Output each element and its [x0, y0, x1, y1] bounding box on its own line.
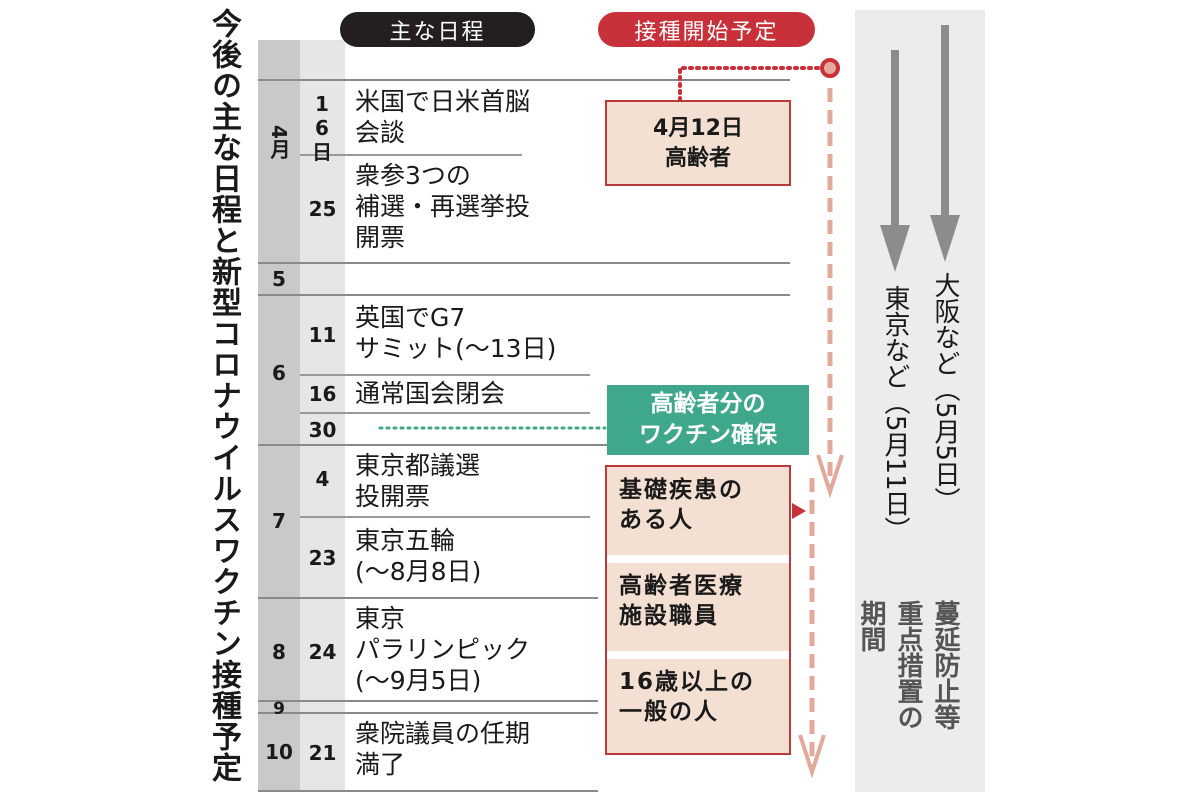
month-label-apr: 4月	[267, 125, 291, 159]
event-text: 衆院議員の任期 満了	[355, 719, 531, 779]
start-marker	[820, 58, 840, 78]
month-label-jun: 6	[272, 361, 286, 385]
day-label: 16日	[312, 92, 332, 164]
period-panel	[855, 10, 985, 792]
event-text: 通常国会閉会	[355, 379, 506, 408]
month-label-sep: 9	[273, 699, 285, 719]
day-label: 24	[308, 640, 337, 664]
event-text: 米国で日米首脳 会談	[355, 87, 531, 147]
day-label: 16	[308, 382, 337, 406]
row-divider	[258, 790, 598, 792]
event-text: 衆参3つの 補選・再選挙投 開票	[355, 161, 531, 252]
osaka-period: 大阪など（5月5日）	[930, 272, 960, 514]
month-label-jul: 7	[272, 509, 286, 533]
row-divider	[300, 516, 590, 518]
page-title: 今後の主な日程と新型コロナウイルスワクチン接種予定	[206, 8, 241, 783]
event-text: 英国でG7 サミット(〜13日)	[355, 303, 557, 363]
month-label-may: 5	[272, 267, 286, 291]
period-label-line2: 重点措置の	[893, 600, 923, 730]
schedule-header: 主な日程	[340, 12, 535, 47]
day-label: 23	[308, 546, 337, 570]
day-label: 4	[315, 467, 330, 491]
row-divider	[258, 597, 598, 599]
row-divider	[258, 294, 790, 296]
arrow-head-icon	[798, 734, 826, 779]
row-divider	[258, 712, 598, 714]
event-text: 東京五輪 (〜8月8日)	[355, 526, 482, 586]
row-divider	[300, 374, 590, 376]
row-divider	[258, 262, 790, 264]
event-text: 東京 パラリンピック (〜9月5日)	[355, 604, 531, 695]
arrow-down-icon	[930, 215, 960, 262]
day-label: 25	[308, 197, 337, 221]
month-label-oct: 10	[265, 740, 293, 764]
group-general-16-plus: 16歳以上の 一般の人	[607, 659, 789, 753]
priority-groups-box: 基礎疾患の ある人 高齢者医療 施設職員 16歳以上の 一般の人	[605, 465, 791, 755]
event-text: 東京都議選 投開票	[355, 451, 481, 511]
day-label: 30	[308, 418, 337, 442]
row-divider	[300, 412, 590, 414]
arrow-down-icon	[880, 225, 910, 272]
day-label: 11	[308, 323, 337, 347]
row-divider	[258, 700, 598, 702]
group-underlying-conditions: 基礎疾患の ある人	[607, 467, 789, 555]
red-dotted-connector	[678, 66, 830, 102]
vaccination-header: 接種開始予定	[598, 12, 815, 47]
vaccine-secured-label: 高齢者分の ワクチン確保	[607, 385, 809, 455]
group-elderly-facility-staff: 高齢者医療 施設職員	[607, 563, 789, 651]
day-column	[300, 40, 345, 792]
month-column	[258, 40, 300, 792]
pointer-icon	[792, 503, 806, 519]
row-divider	[258, 444, 790, 446]
row-divider	[258, 79, 790, 81]
arrow-head-icon	[816, 454, 844, 499]
period-label-line3: 期間	[856, 600, 886, 652]
elderly-start-box: 4月12日 高齢者	[605, 100, 791, 186]
row-divider	[300, 154, 522, 156]
month-label-aug: 8	[272, 640, 286, 664]
day-label: 21	[308, 741, 337, 765]
tokyo-period: 東京など（5月11日）	[880, 285, 910, 543]
period-label-line1: 蔓延防止等	[930, 600, 960, 730]
